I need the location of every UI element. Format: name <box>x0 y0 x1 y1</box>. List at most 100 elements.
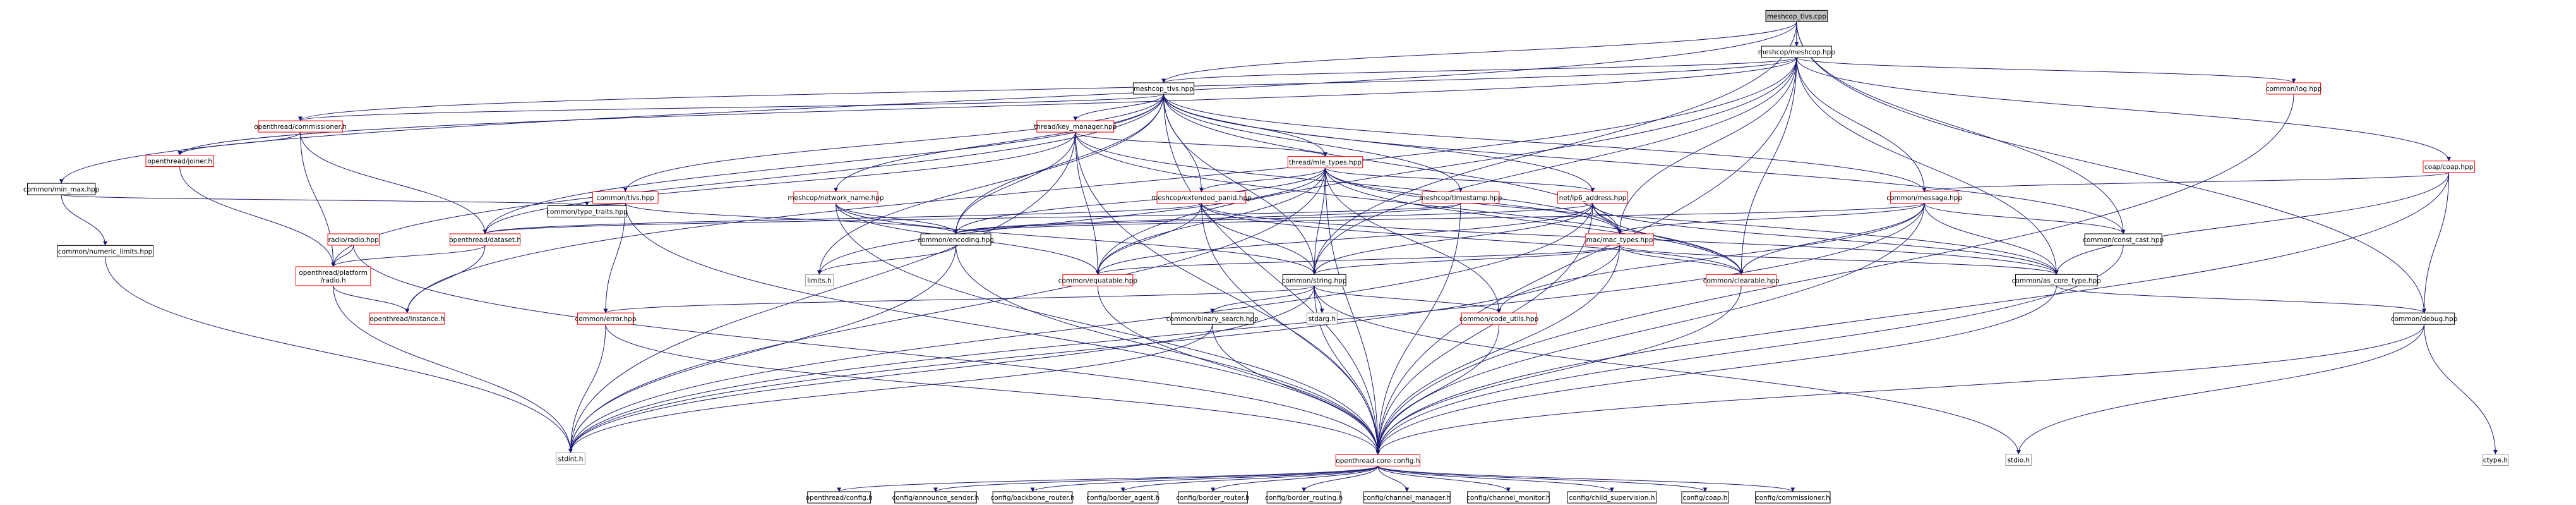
node-cfg-backbone[interactable]: config/backbone_router.h <box>990 491 1075 504</box>
node-mle-types[interactable]: thread/mle_types.hpp <box>1287 156 1363 169</box>
edge-meshcop_hpp-to-equatable <box>1095 57 1797 275</box>
edge-meshcop_hpp-to-clearable <box>1739 58 1797 275</box>
edge-equatable-to-core_config <box>1097 286 1381 455</box>
node-cfg-announce[interactable]: config/announce_sender.h <box>892 491 979 504</box>
edge-mle_types-to-ip6_address <box>1325 167 1595 192</box>
node-mac-types[interactable]: mac/mac_types.hpp <box>1585 233 1654 246</box>
node-box <box>258 120 343 133</box>
node-label: meshcop_tlvs.hpp <box>1134 85 1194 93</box>
node-log-hpp[interactable]: common/log.hpp <box>2266 82 2322 95</box>
node-label: meshcop/timestamp.hpp <box>1419 195 1502 202</box>
node-const-cast[interactable]: common/const_cast.hpp <box>2083 233 2164 246</box>
node-as-core-type[interactable]: common/as_core_type.hpp <box>2012 274 2102 286</box>
node-platform-radio[interactable]: openthread/platform/radio.h <box>295 266 371 286</box>
node-label: common/as_core_type.hpp <box>2012 277 2102 284</box>
node-numeric-limits[interactable]: common/numeric_limits.hpp <box>57 245 153 257</box>
edge-tlvs_hpp-to-error_hpp <box>603 203 626 313</box>
node-stdarg-h[interactable]: stdarg.h <box>1306 312 1338 325</box>
node-box <box>547 205 627 217</box>
edge-core_config-to-cfg_commissioner <box>1377 465 1795 492</box>
edge-ip6_address-to-encoding <box>954 203 1593 234</box>
node-coap-hpp[interactable]: coap/coap.hpp <box>2423 161 2475 173</box>
node-string-hpp[interactable]: common/string.hpp <box>1282 274 1347 286</box>
node-debug-hpp[interactable]: common/debug.hpp <box>2391 312 2458 325</box>
edge-meshcop_tlvs_hpp-to-key_manager <box>1073 94 1164 121</box>
edge-ip6_address-to-as_core_type <box>1592 203 2059 275</box>
edge-coap_hpp-to-debug_hpp <box>2422 172 2450 313</box>
node-extended-panid[interactable]: meshcop/extended_panid.hpp <box>1151 192 1252 204</box>
node-tlvs-hpp[interactable]: common/tlvs.hpp <box>592 192 659 204</box>
edge-joiner_h-to-platform_radio <box>179 166 336 267</box>
node-cfg-channel-monitor[interactable]: config/channel_monitor.h <box>1466 491 1550 504</box>
node-limits-h[interactable]: limits.h <box>805 274 834 286</box>
edge-mle_types-to-equatable <box>1095 167 1326 275</box>
edge-core_config-to-cfg_channel_monitor <box>1377 466 1511 492</box>
edge-meshcop_tlvs_hpp-to-const_cast <box>1163 94 2126 234</box>
node-stdint-h[interactable]: stdint.h <box>556 452 585 465</box>
node-network-name[interactable]: meshcop/network_name.hpp <box>788 192 884 204</box>
node-box <box>1036 120 1115 133</box>
node-cfg-channel-manager[interactable]: config/channel_manager.h <box>1363 491 1451 504</box>
node-meshcop-tlvs-hpp[interactable]: meshcop_tlvs.hpp <box>1132 82 1195 95</box>
node-timestamp[interactable]: meshcop/timestamp.hpp <box>1419 192 1502 204</box>
node-message-hpp[interactable]: common/message.hpp <box>1886 192 1962 204</box>
edge-clearable-to-core_config <box>1375 286 1742 455</box>
node-label: common/encoding.hpp <box>918 236 994 244</box>
node-meshcop-hpp[interactable]: meshcop/meshcop.hpp <box>1758 46 1836 58</box>
node-box <box>1335 454 1420 466</box>
dependency-edges <box>59 21 2498 492</box>
node-min-max[interactable]: common/min_max.hpp <box>23 183 100 195</box>
node-ot-config[interactable]: openthread/config.h <box>806 491 873 504</box>
edge-meshcop_tlvs_cpp-to-min_max <box>59 21 1797 184</box>
edge-core_config-to-cfg_child_supervision <box>1377 465 1614 492</box>
node-label: common/const_cast.hpp <box>2083 236 2164 244</box>
edge-meshcop_tlvs_hpp-to-limits_h <box>817 94 1164 275</box>
node-cfg-commissioner[interactable]: config/commissioner.h <box>1755 491 1831 504</box>
node-clearable[interactable]: common/clearable.hpp <box>1703 274 1780 286</box>
node-joiner-h[interactable]: openthread/joiner.h <box>145 155 214 167</box>
edge-core_config-to-ot_config <box>837 465 1379 492</box>
node-cfg-border-routing[interactable]: config/border_routing.h <box>1265 491 1343 504</box>
edge-meshcop_hpp-to-joiner_h <box>177 57 1797 155</box>
edge-message_hpp-to-as_core_type <box>1924 203 2059 275</box>
node-label: common/error.hpp <box>575 315 636 323</box>
edge-string_hpp-to-binary_search <box>1210 286 1315 313</box>
node-key-manager[interactable]: thread/key_manager.hpp <box>1034 120 1117 133</box>
node-error-hpp[interactable]: common/error.hpp <box>575 312 637 325</box>
edge-radio_hpp-to-platform_radio <box>331 245 354 267</box>
node-instance-h[interactable]: openthread/instance.h <box>369 312 445 325</box>
node-cfg-border-agent[interactable]: config/border_agent.h <box>1086 491 1159 504</box>
node-label: thread/mle_types.hpp <box>1289 159 1362 167</box>
edge-tlvs_hpp-to-type_traits <box>585 201 626 206</box>
node-code-utils[interactable]: common/code_utils.hpp <box>1459 312 1539 325</box>
node-equatable[interactable]: common/equatable.hpp <box>1058 274 1138 286</box>
node-dataset-h[interactable]: openthread/dataset.h <box>449 233 521 246</box>
node-radio-hpp[interactable]: radio/radio.hpp <box>327 233 380 246</box>
node-encoding[interactable]: common/encoding.hpp <box>918 233 994 246</box>
node-label: config/border_routing.h <box>1265 494 1343 502</box>
node-box <box>1890 192 1959 204</box>
edge-string_hpp-to-stdio_h <box>1314 286 2021 454</box>
node-commissioner-h[interactable]: openthread/commissioner.h <box>254 120 347 133</box>
node-stdio-h[interactable]: stdio.h <box>2005 454 2032 466</box>
edge-timestamp-to-dataset_h <box>482 203 1461 234</box>
edge-binary_search-to-stdint_h <box>568 324 1213 453</box>
node-type-traits[interactable]: common/type_traits.hpp <box>546 205 628 217</box>
node-cfg-child-supervision[interactable]: config/child_supervision.h <box>1567 491 1657 504</box>
edge-string_hpp-to-code_utils <box>1314 286 1502 313</box>
node-box <box>577 312 634 325</box>
node-cfg-border-router[interactable]: config/border_router.h <box>1176 491 1250 504</box>
node-ip6-address[interactable]: net/ip6_address.hpp <box>1557 192 1629 204</box>
node-binary-search[interactable]: common/binary_search.hpp <box>1166 312 1259 325</box>
node-box <box>1306 312 1338 325</box>
node-label: stdint.h <box>558 455 583 463</box>
node-label: openthread/dataset.h <box>449 236 521 244</box>
edge-mle_types-to-encoding <box>954 167 1326 234</box>
node-core-config[interactable]: openthread-core-config.h <box>1335 454 1420 466</box>
edge-encoding-to-limits_h <box>817 245 957 275</box>
node-cfg-coap[interactable]: config/coap.h <box>1681 491 1729 504</box>
node-ctype-h[interactable]: ctype.h <box>2482 454 2509 466</box>
edge-mac_types-to-as_core_type <box>1619 245 2059 275</box>
edge-mle_types-to-as_core_type <box>1325 167 2059 275</box>
edge-meshcop_hpp-to-instance_h <box>405 57 1797 313</box>
